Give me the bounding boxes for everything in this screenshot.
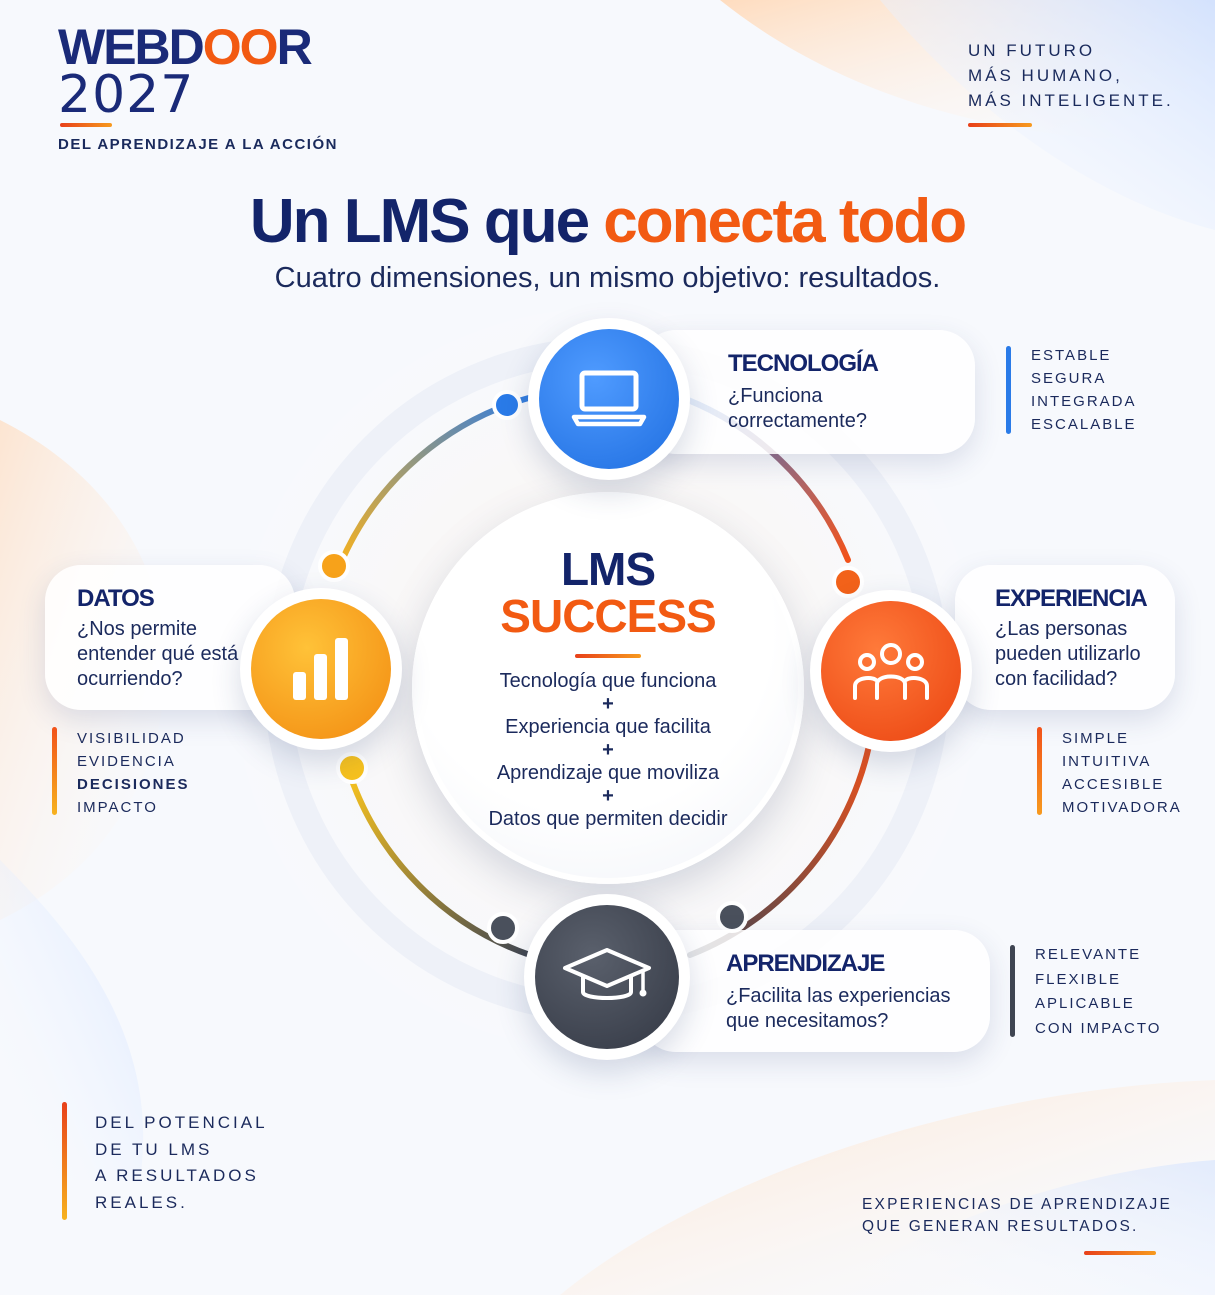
title-part1: Un LMS que <box>249 187 604 256</box>
question-line: ¿Nos permite <box>77 618 198 640</box>
center-title-line2: SUCCESS <box>500 589 716 642</box>
tecnologia-title: TECNOLOGÍA <box>728 350 879 377</box>
keyword: SIMPLE <box>1062 730 1130 747</box>
laptop-icon <box>539 329 679 469</box>
slogan-underline <box>968 123 1032 127</box>
experiencia-question: ¿Las personas pueden utilizarlo con faci… <box>995 617 1147 692</box>
keyword: FLEXIBLE <box>1035 970 1122 988</box>
keyword: EVIDENCIA <box>77 753 176 770</box>
center-item: Datos que permiten decidir <box>488 807 728 830</box>
tecnologia-keyword-bar <box>1006 346 1011 434</box>
statement-line: DEL POTENCIAL <box>95 1113 268 1132</box>
center-title-line1: LMS <box>560 542 656 595</box>
keyword: DECISIONES <box>77 776 190 793</box>
center-item: Tecnología que funciona <box>499 669 717 692</box>
tecnologia-card: TECNOLOGÍA ¿Funciona correctamente? <box>640 330 975 454</box>
statement-line: DE TU LMS <box>95 1139 213 1159</box>
center-plus: + <box>602 738 614 761</box>
bottom-right-underline <box>1084 1251 1156 1255</box>
aprendizaje-keywords: RELEVANTE FLEXIBLE APLICABLE CON IMPACTO <box>1035 943 1161 1041</box>
bottom-left-statement: DEL POTENCIAL DE TU LMS A RESULTADOS REA… <box>95 1110 268 1216</box>
keyword: ESCALABLE <box>1031 416 1137 433</box>
keyword: SEGURA <box>1031 370 1107 387</box>
bar-chart-icon <box>251 599 391 739</box>
bottom-left-bar <box>62 1102 67 1220</box>
statement-line: QUE GENERAN RESULTADOS. <box>862 1218 1139 1235</box>
experiencia-card: EXPERIENCIA ¿Las personas pueden utiliza… <box>955 565 1175 710</box>
datos-badge <box>240 588 402 750</box>
lms-success-center: LMS SUCCESS Tecnología que funciona + Ex… <box>412 492 804 884</box>
page-title: Un LMS que conecta todo <box>0 186 1215 257</box>
brand-year: 2027 <box>58 65 195 125</box>
center-plus: + <box>602 784 614 807</box>
center-item: Experiencia que facilita <box>505 715 711 738</box>
center-plus: + <box>602 692 614 715</box>
keyword: ACCESIBLE <box>1062 776 1165 793</box>
page-subtitle: Cuatro dimensiones, un mismo objetivo: r… <box>274 262 941 294</box>
statement-line: EXPERIENCIAS DE APRENDIZAJE <box>862 1196 1173 1213</box>
aprendizaje-keyword-bar <box>1010 945 1015 1037</box>
tecnologia-keywords: ESTABLE SEGURA INTEGRADA ESCALABLE <box>1031 344 1137 436</box>
top-right-slogan: UN FUTURO MÁS HUMANO, MÁS INTELIGENTE. <box>968 38 1174 113</box>
question-line: correctamente? <box>728 410 867 432</box>
aprendizaje-question: ¿Facilita las experiencias que necesitam… <box>726 984 951 1034</box>
question-line: ¿Las personas <box>995 618 1128 640</box>
graduation-cap-icon <box>535 905 679 1049</box>
brand-name-part1: WEBD <box>58 19 205 75</box>
tecnologia-badge <box>528 318 690 480</box>
center-item: Aprendizaje que moviliza <box>496 761 720 784</box>
brand-name-part3: R <box>276 19 313 75</box>
tecnologia-question: ¿Funciona correctamente? <box>728 384 878 434</box>
statement-line: REALES. <box>95 1192 188 1212</box>
keyword: IMPACTO <box>77 799 158 816</box>
question-line: ¿Funciona <box>728 385 823 407</box>
title-part2: conecta todo <box>603 187 967 256</box>
question-line: ¿Facilita las experiencias <box>726 985 951 1007</box>
aprendizaje-title: APRENDIZAJE <box>726 950 885 977</box>
keyword: RELEVANTE <box>1035 946 1142 963</box>
keyword: APLICABLE <box>1035 995 1135 1012</box>
datos-keywords: VISIBILIDAD EVIDENCIA DECISIONES IMPACTO <box>77 727 190 819</box>
datos-question: ¿Nos permite entender qué está ocurriend… <box>77 617 238 692</box>
datos-keyword-bar <box>52 727 57 815</box>
experiencia-keyword-bar <box>1037 727 1042 815</box>
slogan-line: MÁS INTELIGENTE. <box>968 91 1174 110</box>
experiencia-keywords: SIMPLE INTUITIVA ACCESIBLE MOTIVADORA <box>1062 727 1182 819</box>
question-line: pueden utilizarlo <box>995 643 1141 665</box>
slogan-line: UN FUTURO <box>968 41 1096 60</box>
question-line: ocurriendo? <box>77 668 183 690</box>
center-divider <box>574 653 641 658</box>
keyword: INTEGRADA <box>1031 393 1137 410</box>
slogan-line: MÁS HUMANO, <box>968 66 1123 85</box>
bottom-right-statement: EXPERIENCIAS DE APRENDIZAJE QUE GENERAN … <box>862 1194 1172 1238</box>
aprendizaje-badge <box>524 894 690 1060</box>
question-line: que necesitamos? <box>726 1010 889 1032</box>
brand-tagline: DEL APRENDIZAJE A LA ACCIÓN <box>58 136 338 153</box>
brand-name-part2: OO <box>202 19 279 75</box>
keyword: INTUITIVA <box>1062 753 1152 770</box>
brand-logo-wordmark: WEBDOOR <box>58 19 313 75</box>
keyword: VISIBILIDAD <box>77 730 186 747</box>
question-line: entender qué está <box>77 643 239 665</box>
statement-line: A RESULTADOS <box>95 1166 259 1185</box>
datos-title: DATOS <box>77 585 155 612</box>
keyword: ESTABLE <box>1031 347 1112 364</box>
keyword: MOTIVADORA <box>1062 799 1182 816</box>
people-icon <box>821 601 961 741</box>
brand-underline <box>60 123 112 127</box>
keyword: CON IMPACTO <box>1035 1019 1162 1037</box>
experiencia-title: EXPERIENCIA <box>995 585 1148 612</box>
question-line: con facilidad? <box>995 668 1118 690</box>
experiencia-badge <box>810 590 972 752</box>
center-list: Tecnología que funciona + Experiencia qu… <box>488 670 727 831</box>
aprendizaje-card: APRENDIZAJE ¿Facilita las experiencias q… <box>640 930 990 1052</box>
